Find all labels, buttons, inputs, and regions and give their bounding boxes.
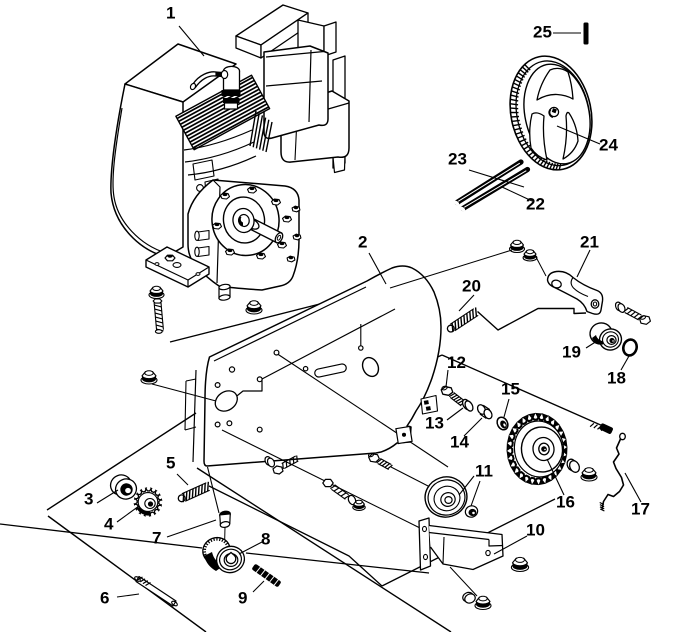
svg-text:15: 15	[501, 380, 520, 399]
svg-text:21: 21	[580, 233, 599, 252]
svg-text:9: 9	[238, 589, 247, 608]
svg-text:10: 10	[526, 521, 545, 540]
svg-text:1: 1	[166, 4, 175, 23]
svg-text:24: 24	[599, 136, 618, 155]
svg-text:8: 8	[261, 530, 270, 549]
svg-text:23: 23	[448, 150, 467, 169]
svg-text:2: 2	[358, 233, 367, 252]
svg-text:4: 4	[104, 515, 114, 534]
svg-text:12: 12	[447, 353, 466, 372]
svg-text:5: 5	[166, 454, 175, 473]
svg-text:19: 19	[562, 343, 581, 362]
svg-text:11: 11	[475, 462, 493, 481]
svg-text:3: 3	[84, 490, 93, 509]
svg-text:13: 13	[425, 414, 444, 433]
svg-text:14: 14	[450, 433, 469, 452]
svg-text:20: 20	[462, 277, 481, 296]
svg-text:25: 25	[533, 23, 552, 42]
svg-text:17: 17	[631, 500, 650, 519]
svg-text:6: 6	[100, 589, 109, 608]
svg-text:18: 18	[607, 369, 626, 388]
svg-text:16: 16	[556, 493, 575, 512]
svg-text:22: 22	[526, 195, 545, 214]
svg-text:7: 7	[152, 529, 161, 548]
